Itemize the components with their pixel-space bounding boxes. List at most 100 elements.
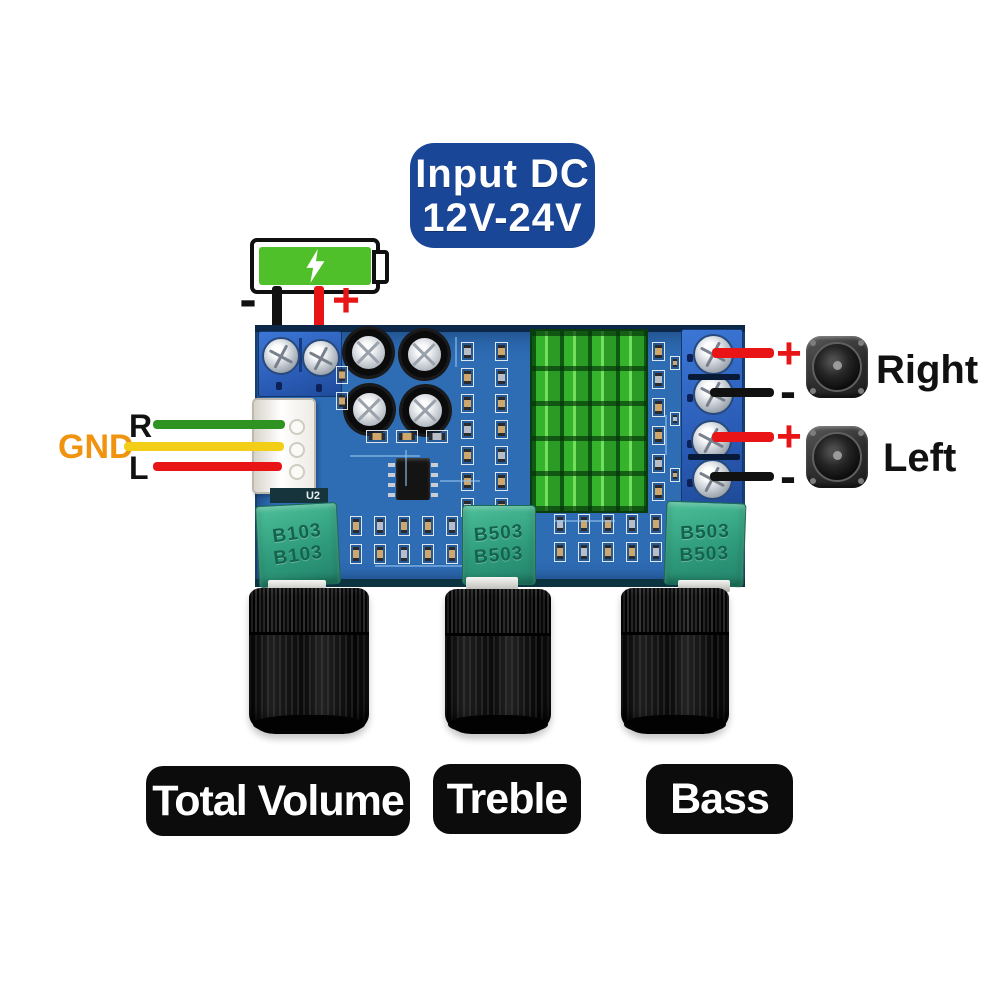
potentiometer-volume: B103 B103 bbox=[254, 501, 342, 589]
pcb-trace bbox=[665, 415, 667, 455]
pcb-trace bbox=[455, 337, 457, 367]
smd-component bbox=[495, 394, 508, 413]
pot-marking: B503 bbox=[679, 542, 730, 567]
u2-text: U2 bbox=[305, 489, 320, 502]
smd-component bbox=[670, 356, 680, 370]
r-label: R bbox=[129, 408, 153, 444]
pot-marking: B503 bbox=[473, 542, 525, 569]
smd-component bbox=[446, 516, 458, 536]
smd-component bbox=[578, 514, 590, 534]
gnd-label: GND bbox=[58, 428, 134, 466]
smd-component bbox=[374, 516, 386, 536]
smd-component bbox=[602, 542, 614, 562]
l-label: L bbox=[129, 450, 149, 486]
pcb-trace bbox=[555, 520, 615, 522]
lightning-icon bbox=[306, 249, 325, 283]
smd-component bbox=[652, 398, 665, 417]
label-total-volume: Total Volume bbox=[146, 766, 410, 836]
ic-chip bbox=[388, 458, 438, 500]
capacitor bbox=[345, 329, 392, 376]
smd-component bbox=[626, 514, 638, 534]
power-minus-label: - bbox=[239, 271, 257, 329]
smd-component bbox=[422, 544, 434, 564]
smd-component bbox=[350, 516, 362, 536]
smd-component bbox=[374, 544, 386, 564]
smd-component bbox=[461, 368, 474, 387]
left-minus-label: - bbox=[780, 450, 796, 504]
pcb-trace bbox=[350, 455, 420, 457]
connector-pin bbox=[289, 419, 305, 435]
smd-component bbox=[446, 544, 458, 564]
smd-component bbox=[650, 542, 662, 562]
power-wire-negative bbox=[272, 286, 282, 338]
pcb-trace bbox=[440, 480, 480, 482]
smd-component bbox=[495, 420, 508, 439]
right-minus-label: - bbox=[780, 365, 796, 419]
label-bass: Bass bbox=[646, 764, 793, 834]
smd-component bbox=[461, 446, 474, 465]
knob-bass bbox=[621, 588, 729, 734]
right-plus-label: + bbox=[776, 329, 802, 378]
smd-component bbox=[495, 342, 508, 361]
power-screw-positive bbox=[302, 339, 340, 377]
smd-component bbox=[396, 430, 418, 443]
right-channel-label: Right bbox=[876, 348, 979, 392]
output-wire-left-plus bbox=[712, 432, 774, 442]
potentiometer-treble: B503 B503 bbox=[462, 505, 536, 585]
smd-component bbox=[495, 446, 508, 465]
connector-pin bbox=[289, 464, 305, 480]
output-wire-right-plus bbox=[712, 348, 774, 358]
smd-component bbox=[461, 394, 474, 413]
terminal-divider bbox=[688, 374, 740, 380]
smd-component bbox=[398, 544, 410, 564]
pot-marking: B503 bbox=[680, 520, 731, 545]
knob-total-volume bbox=[249, 588, 369, 734]
connector-pin bbox=[289, 442, 305, 458]
speaker-right-icon bbox=[806, 336, 868, 398]
knob-treble bbox=[445, 589, 551, 734]
pcb-trace bbox=[405, 450, 407, 486]
smd-component bbox=[461, 420, 474, 439]
smd-component bbox=[650, 514, 662, 534]
u2-silkscreen: U2 bbox=[270, 488, 328, 503]
left-plus-label: + bbox=[776, 412, 802, 461]
smd-component bbox=[670, 412, 680, 426]
smd-component bbox=[426, 430, 448, 443]
pcb-trace bbox=[375, 565, 465, 567]
smd-component bbox=[626, 542, 638, 562]
power-plus-label: + bbox=[331, 274, 361, 328]
smd-component bbox=[495, 472, 508, 491]
potentiometer-bass: B503 B503 bbox=[663, 500, 747, 588]
smd-component bbox=[336, 392, 348, 410]
terminal-divider bbox=[688, 454, 740, 460]
battery-fill bbox=[259, 247, 371, 285]
power-screw-negative bbox=[262, 337, 300, 375]
smd-component bbox=[366, 430, 388, 443]
smd-component bbox=[652, 454, 665, 473]
smd-component bbox=[652, 482, 665, 501]
heatsink bbox=[530, 329, 648, 513]
input-dc-badge: Input DC 12V-24V bbox=[410, 143, 595, 248]
battery-terminal-nub bbox=[372, 250, 389, 284]
smd-component bbox=[670, 468, 680, 482]
smd-component bbox=[578, 542, 590, 562]
smd-component bbox=[336, 366, 348, 384]
badge-line2: 12V-24V bbox=[422, 195, 583, 240]
output-wire-right-minus bbox=[710, 388, 774, 397]
label-treble: Treble bbox=[433, 764, 581, 834]
smd-component bbox=[398, 516, 410, 536]
capacitor bbox=[402, 387, 449, 434]
smd-component bbox=[461, 342, 474, 361]
smd-component bbox=[422, 516, 434, 536]
smd-component bbox=[652, 342, 665, 361]
smd-component bbox=[602, 514, 614, 534]
speaker-left-icon bbox=[806, 426, 868, 488]
smd-component bbox=[350, 544, 362, 564]
smd-component bbox=[554, 542, 566, 562]
pcb-top-edge bbox=[255, 325, 745, 332]
smd-component bbox=[652, 426, 665, 445]
smd-component bbox=[495, 368, 508, 387]
wire-gnd-yellow bbox=[124, 442, 284, 451]
wire-left-channel-red bbox=[153, 462, 282, 471]
